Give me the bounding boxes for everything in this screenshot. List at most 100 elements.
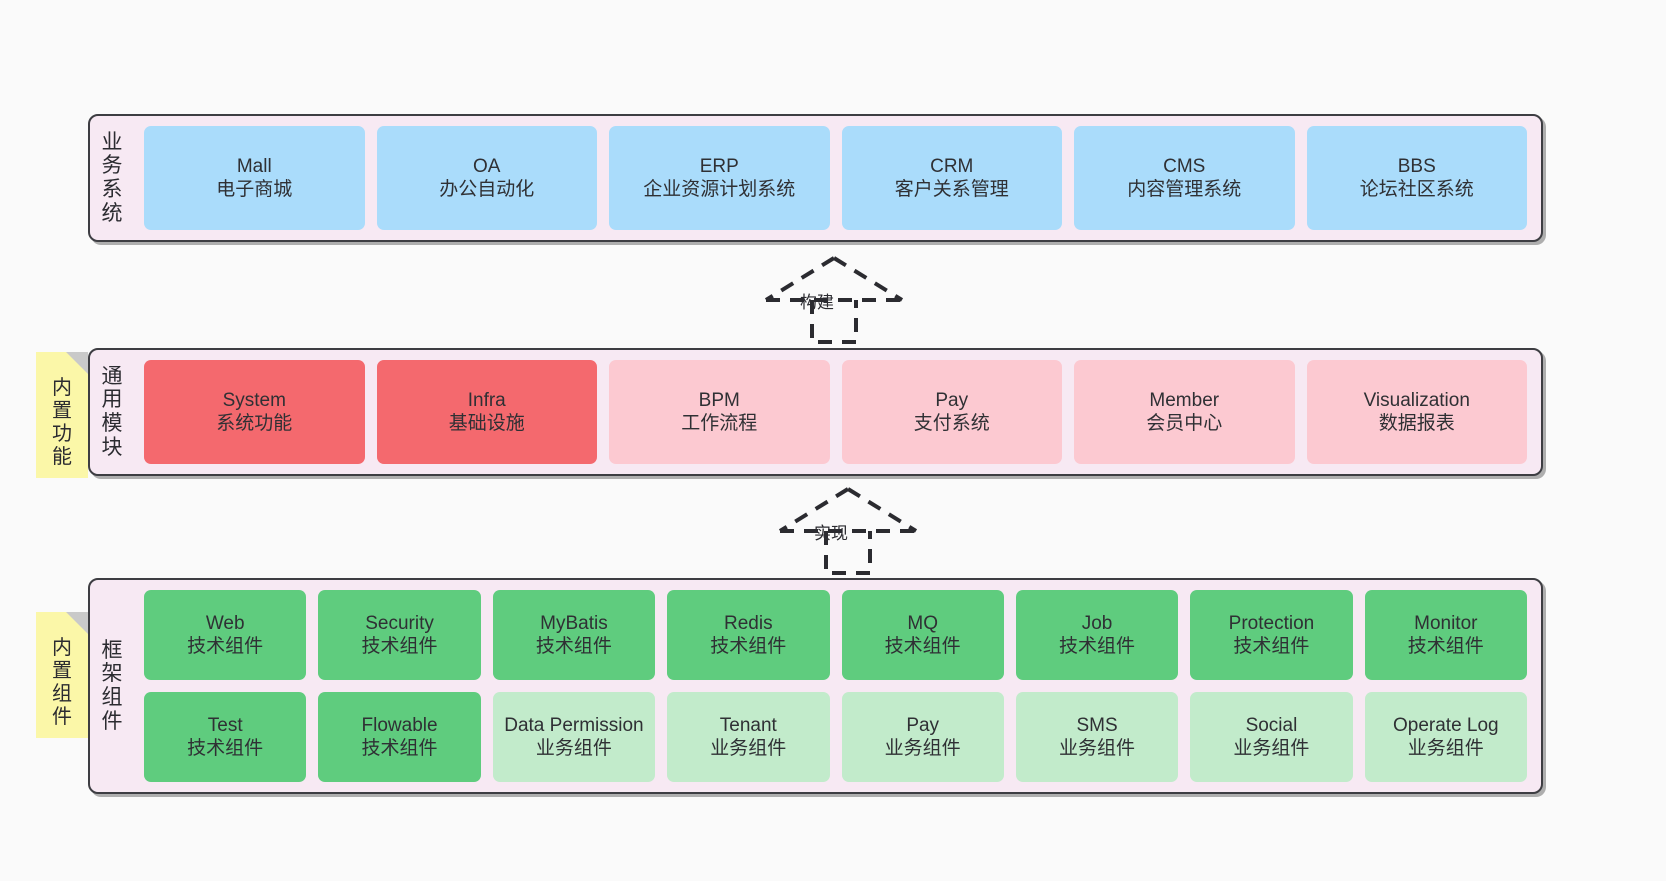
card-mall[interactable]: Mall 电子商城 bbox=[144, 126, 365, 230]
sticky-char: 置 bbox=[52, 660, 72, 683]
card-subtitle: 业务组件 bbox=[1233, 738, 1310, 759]
card-title: MQ bbox=[907, 612, 938, 634]
card-title: CRM bbox=[930, 155, 974, 177]
card-subtitle: 技术组件 bbox=[1233, 636, 1310, 657]
card-subtitle: 技术组件 bbox=[710, 636, 787, 657]
layer-label-char: 通 bbox=[101, 364, 123, 388]
card-title: SMS bbox=[1076, 714, 1118, 736]
card-crm[interactable]: CRM 客户关系管理 bbox=[841, 126, 1062, 230]
layer-label-char: 务 bbox=[101, 154, 123, 178]
card-monitor[interactable]: Monitor 技术组件 bbox=[1364, 590, 1527, 680]
sticky-char: 能 bbox=[52, 445, 72, 468]
card-subtitle: 客户关系管理 bbox=[894, 179, 1009, 200]
layer-label-framework-component: 框 架 组 件 bbox=[90, 580, 134, 792]
card-title: Operate Log bbox=[1392, 714, 1499, 736]
card-mq[interactable]: MQ 技术组件 bbox=[841, 590, 1004, 680]
card-title: BBS bbox=[1397, 155, 1436, 177]
card-subtitle: 电子商城 bbox=[216, 179, 293, 200]
card-title: Mall bbox=[236, 155, 272, 177]
card-title: Data Permission bbox=[504, 714, 644, 736]
card-mybatis[interactable]: MyBatis 技术组件 bbox=[492, 590, 656, 680]
layer-business-system[interactable]: 业 务 系 统 Mall 电子商城 OA 办公自动化 ERP 企业资源计划系统 … bbox=[88, 114, 1543, 242]
sticky-fold-corner-icon bbox=[66, 352, 88, 374]
card-subtitle: 业务组件 bbox=[1059, 738, 1136, 759]
card-redis[interactable]: Redis 技术组件 bbox=[667, 590, 830, 680]
card-subtitle: 业务组件 bbox=[535, 738, 612, 759]
sticky-note-builtin-components[interactable]: 内 置 组 件 bbox=[36, 612, 88, 738]
layer-label-char: 模 bbox=[101, 412, 123, 435]
layer-label-char: 统 bbox=[101, 201, 123, 225]
card-job[interactable]: Job 技术组件 bbox=[1015, 590, 1179, 680]
layer-label-char: 业 bbox=[101, 130, 123, 154]
sticky-char: 内 bbox=[52, 377, 72, 400]
card-pay-business[interactable]: Pay 业务组件 bbox=[841, 692, 1004, 782]
card-title: Redis bbox=[724, 612, 773, 634]
card-subtitle: 系统功能 bbox=[216, 413, 293, 434]
card-subtitle: 支付系统 bbox=[913, 413, 990, 434]
card-member[interactable]: Member 会员中心 bbox=[1074, 360, 1295, 464]
card-title: Flowable bbox=[361, 714, 438, 736]
card-subtitle: 技术组件 bbox=[187, 738, 264, 759]
card-subtitle: 技术组件 bbox=[1059, 636, 1136, 657]
layer-label-char: 架 bbox=[101, 662, 123, 686]
layer-common-module[interactable]: 通 用 模 块 System 系统功能 Infra 基础设施 BPM 工作流程 … bbox=[88, 348, 1543, 476]
card-title: Security bbox=[365, 612, 434, 634]
card-subtitle: 技术组件 bbox=[187, 636, 264, 657]
connector-build: 构建 bbox=[756, 252, 912, 344]
card-bbs[interactable]: BBS 论坛社区系统 bbox=[1306, 126, 1527, 230]
layer-label-char: 块 bbox=[101, 435, 123, 459]
layer-label-common-module: 通 用 模 块 bbox=[90, 350, 134, 474]
layer-label-char: 系 bbox=[101, 178, 123, 201]
card-title: Test bbox=[207, 714, 243, 736]
layer-label-char: 框 bbox=[101, 638, 123, 662]
sticky-fold-corner-icon bbox=[66, 612, 88, 634]
card-visualization[interactable]: Visualization 数据报表 bbox=[1306, 360, 1527, 464]
card-subtitle: 业务组件 bbox=[884, 738, 961, 759]
framework-card-grid: Web 技术组件 Security 技术组件 MyBatis 技术组件 Redi… bbox=[134, 580, 1541, 792]
card-security[interactable]: Security 技术组件 bbox=[318, 590, 481, 680]
layer-label-char: 件 bbox=[101, 709, 123, 733]
card-subtitle: 办公自动化 bbox=[439, 179, 535, 200]
card-subtitle: 技术组件 bbox=[884, 636, 961, 657]
card-title: ERP bbox=[699, 155, 739, 177]
card-subtitle: 内容管理系统 bbox=[1127, 179, 1242, 200]
card-subtitle: 业务组件 bbox=[710, 738, 787, 759]
card-title: Member bbox=[1149, 389, 1220, 411]
card-subtitle: 工作流程 bbox=[681, 413, 758, 434]
sticky-char: 件 bbox=[52, 705, 72, 728]
connector-realize-icon bbox=[778, 487, 918, 575]
layer-framework-component[interactable]: 框 架 组 件 Web 技术组件 Security 技术组件 MyBatis 技… bbox=[88, 578, 1543, 794]
card-protection[interactable]: Protection 技术组件 bbox=[1190, 590, 1353, 680]
card-title: BPM bbox=[698, 389, 740, 411]
card-cms[interactable]: CMS 内容管理系统 bbox=[1074, 126, 1295, 230]
sticky-char: 组 bbox=[52, 683, 72, 705]
card-title: Pay bbox=[906, 714, 940, 736]
card-erp[interactable]: ERP 企业资源计划系统 bbox=[609, 126, 830, 230]
card-title: Protection bbox=[1228, 612, 1315, 634]
card-subtitle: 技术组件 bbox=[535, 636, 612, 657]
card-infra[interactable]: Infra 基础设施 bbox=[376, 360, 597, 464]
card-sms[interactable]: SMS 业务组件 bbox=[1015, 692, 1179, 782]
sticky-char: 内 bbox=[52, 637, 72, 660]
card-oa[interactable]: OA 办公自动化 bbox=[376, 126, 597, 230]
card-title: Job bbox=[1081, 612, 1113, 634]
card-data-permission[interactable]: Data Permission 业务组件 bbox=[492, 692, 656, 782]
card-title: OA bbox=[473, 155, 501, 177]
card-system[interactable]: System 系统功能 bbox=[144, 360, 365, 464]
card-pay[interactable]: Pay 支付系统 bbox=[841, 360, 1062, 464]
card-flowable[interactable]: Flowable 技术组件 bbox=[318, 692, 481, 782]
card-test[interactable]: Test 技术组件 bbox=[144, 692, 307, 782]
card-title: Tenant bbox=[719, 714, 777, 736]
connector-realize: 实现 bbox=[770, 483, 926, 575]
card-operate-log[interactable]: Operate Log 业务组件 bbox=[1364, 692, 1527, 782]
card-title: CMS bbox=[1163, 155, 1206, 177]
card-social[interactable]: Social 业务组件 bbox=[1190, 692, 1353, 782]
card-web[interactable]: Web 技术组件 bbox=[144, 590, 307, 680]
card-title: Visualization bbox=[1363, 389, 1470, 411]
sticky-char: 置 bbox=[52, 400, 72, 423]
sticky-note-builtin-functions[interactable]: 内 置 功 能 bbox=[36, 352, 88, 478]
card-tenant[interactable]: Tenant 业务组件 bbox=[667, 692, 830, 782]
connector-build-icon bbox=[764, 256, 904, 344]
card-bpm[interactable]: BPM 工作流程 bbox=[609, 360, 830, 464]
